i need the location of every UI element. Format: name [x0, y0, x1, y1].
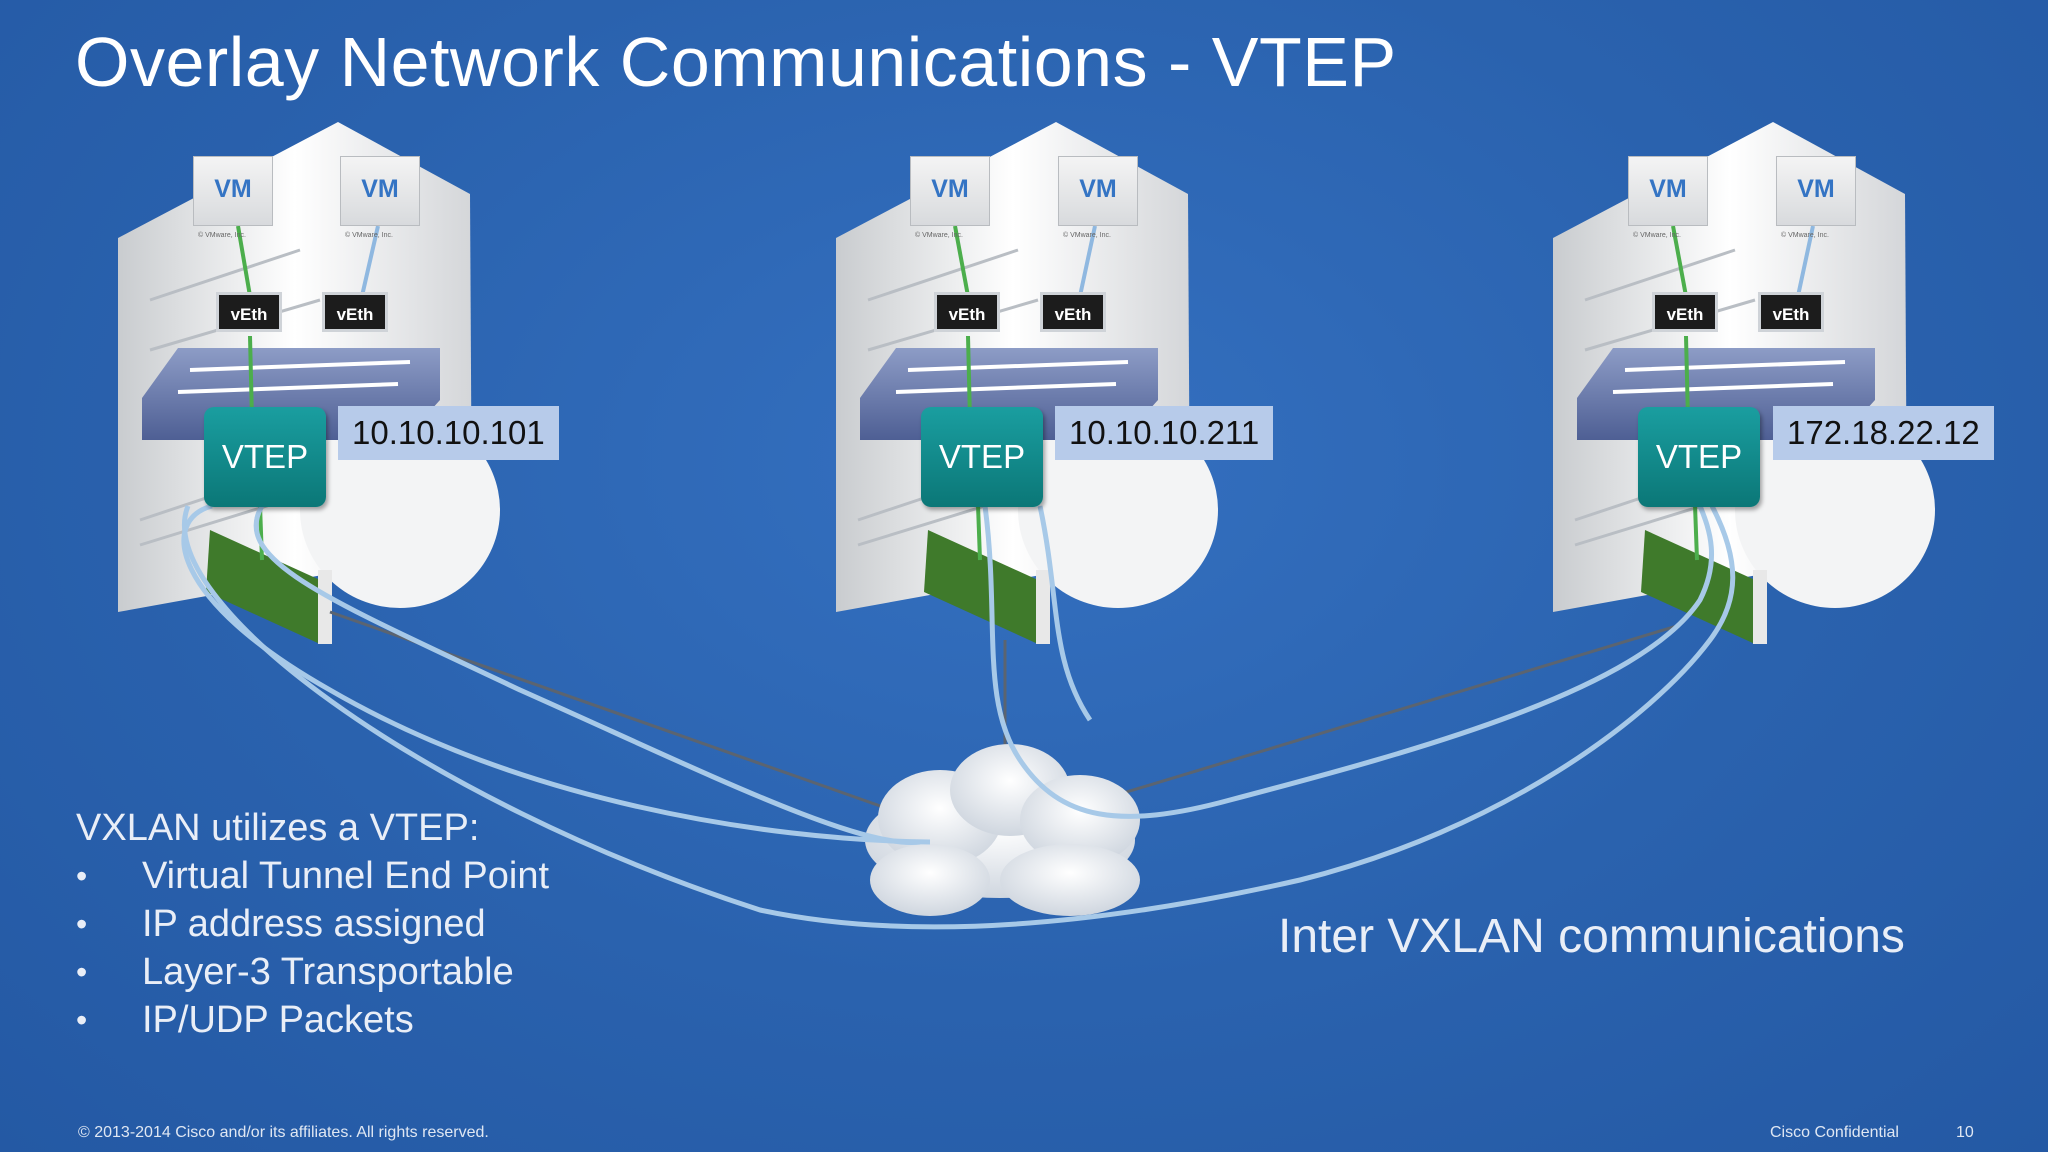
veth-interface[interactable]: vEth — [1040, 292, 1106, 332]
ip-network-cloud — [865, 744, 1140, 916]
vm-box[interactable]: VM © VMware, Inc. — [340, 156, 420, 239]
vxlan-tunnels — [181, 503, 1736, 930]
vm-caption: © VMware, Inc. — [198, 232, 246, 239]
veth-interface[interactable]: vEth — [1652, 292, 1718, 332]
vtep-ip-address: 10.10.10.101 — [338, 406, 559, 460]
explanation-lead: VXLAN utilizes a VTEP: — [76, 807, 480, 849]
vm-box[interactable]: VM © VMware, Inc. — [1628, 156, 1708, 239]
veth-interface[interactable]: vEth — [1758, 292, 1824, 332]
vtep-box[interactable]: VTEP — [921, 407, 1043, 507]
vm-label: VM — [214, 175, 252, 203]
explanation-list: Virtual Tunnel End Point IP address assi… — [76, 852, 549, 1044]
vtep-ip-address: 10.10.10.211 — [1055, 406, 1274, 460]
vm-box[interactable]: VM © VMware, Inc. — [193, 156, 273, 239]
list-item: IP/UDP Packets — [76, 996, 549, 1044]
vm-label: VM — [1797, 175, 1835, 203]
footer-confidential: Cisco Confidential — [1770, 1124, 1899, 1141]
vm-caption: © VMware, Inc. — [1781, 232, 1829, 239]
vm-box[interactable]: VM © VMware, Inc. — [1058, 156, 1138, 239]
vm-links — [236, 225, 1815, 561]
vtep-explanation: VXLAN utilizes a VTEP: Virtual Tunnel En… — [76, 804, 549, 1044]
vtep-ip-address: 172.18.22.12 — [1773, 406, 1994, 460]
vm-caption: © VMware, Inc. — [915, 232, 963, 239]
vm-label: VM — [1649, 175, 1687, 203]
nic-card-2 — [924, 530, 1050, 644]
vm-box[interactable]: VM © VMware, Inc. — [910, 156, 990, 239]
veth-interface[interactable]: vEth — [934, 292, 1000, 332]
vtep-box[interactable]: VTEP — [1638, 407, 1760, 507]
footer-page-number: 10 — [1956, 1124, 1974, 1141]
vm-caption: © VMware, Inc. — [345, 232, 393, 239]
slide-title: Overlay Network Communications - VTEP — [75, 23, 1397, 101]
list-item: Virtual Tunnel End Point — [76, 852, 549, 900]
list-item: IP address assigned — [76, 900, 549, 948]
vm-caption: © VMware, Inc. — [1063, 232, 1111, 239]
vm-box[interactable]: VM © VMware, Inc. — [1776, 156, 1856, 239]
vm-label: VM — [931, 175, 969, 203]
footer-copyright: © 2013-2014 Cisco and/or its affiliates.… — [78, 1124, 489, 1141]
inter-vxlan-caption: Inter VXLAN communications — [1278, 910, 1905, 963]
vtep-box[interactable]: VTEP — [204, 407, 326, 507]
veth-interface[interactable]: vEth — [322, 292, 388, 332]
veth-interface[interactable]: vEth — [216, 292, 282, 332]
vm-caption: © VMware, Inc. — [1633, 232, 1681, 239]
vm-label: VM — [1079, 175, 1117, 203]
nic-card-1 — [206, 530, 332, 644]
list-item: Layer-3 Transportable — [76, 948, 549, 996]
vm-label: VM — [361, 175, 399, 203]
